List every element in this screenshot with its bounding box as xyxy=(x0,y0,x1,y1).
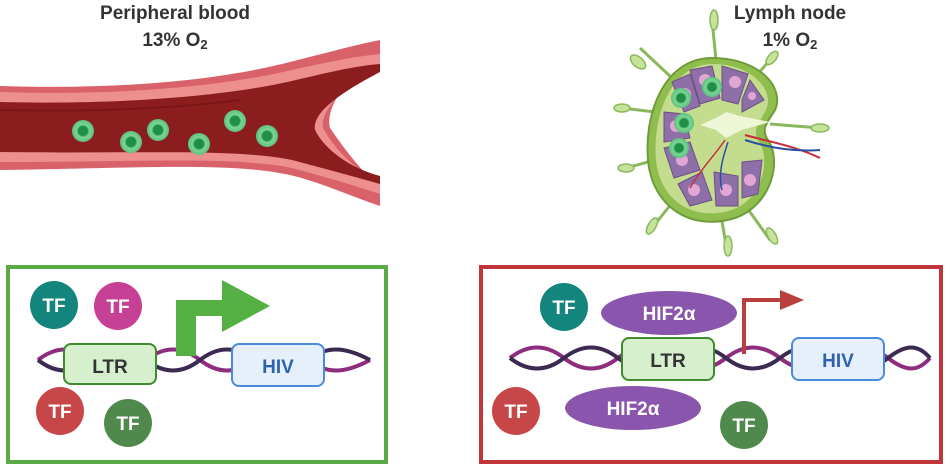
lymph-node-cell xyxy=(674,113,694,133)
left-ltr-box: LTR xyxy=(63,343,157,385)
blood-cell xyxy=(120,131,142,153)
lymph-node-cell xyxy=(671,88,691,108)
left-transcription-arrow xyxy=(176,280,270,356)
right-ltr-label: LTR xyxy=(650,351,686,372)
hif2a-top: HIF2α xyxy=(601,291,737,335)
peripheral-blood-title: Peripheral blood 13% O2 xyxy=(60,0,290,58)
left-hiv-box: HIV xyxy=(231,343,325,387)
svg-text:TF: TF xyxy=(732,416,755,437)
blood-cell xyxy=(224,110,246,132)
hif2a-bottom: HIF2α xyxy=(565,386,701,430)
right-tf-green: TF xyxy=(720,401,768,449)
lymph-node-title: Lymph node 1% O2 xyxy=(700,0,880,58)
blood-cell xyxy=(188,133,210,155)
blood-cell xyxy=(256,125,278,147)
svg-text:TF: TF xyxy=(504,402,527,423)
right-tf-red: TF xyxy=(492,387,540,435)
right-tf-teal: TF xyxy=(540,283,588,331)
right-transcription-arrow xyxy=(742,290,804,354)
lymph-node-label: Lymph node xyxy=(733,3,847,24)
lymph-node-illustration xyxy=(613,9,830,257)
svg-text:TF: TF xyxy=(116,414,139,435)
left-tf-teal: TF xyxy=(30,281,78,329)
blood-cell xyxy=(72,120,94,142)
blood-vessel-illustration xyxy=(0,40,380,206)
left-panel-frame xyxy=(6,265,388,464)
lymph-node-cell xyxy=(702,77,722,97)
svg-text:TF: TF xyxy=(552,298,575,319)
lymph-oxygen-label: 1% O2 xyxy=(762,30,818,52)
left-tf-red: TF xyxy=(36,387,84,435)
right-hiv-label: HIV xyxy=(822,351,854,372)
blood-cells xyxy=(72,110,278,155)
left-ltr-label: LTR xyxy=(92,357,128,378)
peripheral-oxygen-label: 13% O2 xyxy=(142,30,208,52)
svg-text:TF: TF xyxy=(106,297,129,318)
left-tf-magenta: TF xyxy=(94,282,142,330)
blood-cell xyxy=(147,119,169,141)
peripheral-blood-label: Peripheral blood xyxy=(100,3,250,24)
svg-text:TF: TF xyxy=(42,296,65,317)
left-tf-green: TF xyxy=(104,399,152,447)
svg-text:HIF2α: HIF2α xyxy=(643,304,696,325)
right-ltr-box: LTR xyxy=(621,337,715,381)
right-panel-frame xyxy=(479,265,943,464)
svg-text:TF: TF xyxy=(48,402,71,423)
right-hiv-box: HIV xyxy=(791,337,885,381)
svg-text:HIF2α: HIF2α xyxy=(607,399,660,420)
left-hiv-label: HIV xyxy=(262,357,294,378)
lymph-node-cell xyxy=(669,138,689,158)
